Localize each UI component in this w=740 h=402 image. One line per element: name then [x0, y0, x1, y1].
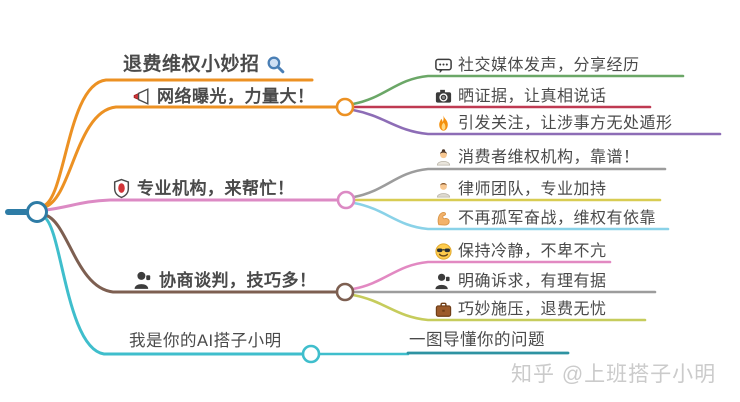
- branch-line-exposure: [43, 105, 338, 209]
- node-pressure-label: 巧妙施压，退费无忧: [458, 300, 607, 318]
- branch-line-agency: [44, 198, 339, 212]
- man-icon: [434, 180, 453, 199]
- camera-icon: [434, 87, 453, 106]
- briefcase-icon: [434, 300, 453, 319]
- node-clear-demands[interactable]: 明确诉求，有理有据: [434, 272, 607, 291]
- exposure-node-toggle[interactable]: [335, 97, 355, 117]
- node-exposure-label: 网络曝光，力量大！: [157, 87, 315, 106]
- node-evidence-label: 晒证据，让真相说话: [458, 87, 607, 105]
- branch-line-negotiate: [43, 213, 338, 294]
- watermark: 知乎 @上班搭子小明: [511, 363, 717, 386]
- node-social-media-label: 社交媒体发声，分享经历: [458, 56, 640, 74]
- node-one-picture-label: 一图导懂你的问题: [409, 331, 545, 349]
- node-attention-label: 引发关注，让涉事方无处遁形: [458, 114, 673, 132]
- flexed-biceps-icon: [434, 209, 453, 228]
- node-clear-demands-label: 明确诉求，有理有据: [458, 272, 607, 290]
- negotiate-node-toggle[interactable]: [335, 282, 355, 302]
- node-lawyer-label: 律师团队，专业加持: [458, 180, 607, 198]
- speaking-head-icon: [133, 270, 154, 291]
- node-agency-label: 专业机构，来帮忙！: [137, 179, 295, 198]
- speaking-head-icon: [434, 272, 453, 291]
- root-node-circle[interactable]: [26, 201, 48, 223]
- node-agency[interactable]: 专业机构，来帮忙！: [111, 178, 295, 199]
- node-consumer-org-label: 消费者维权机构，靠谱！: [458, 148, 640, 166]
- branch-line-social-media: [351, 74, 685, 106]
- branch-line-pressure: [351, 293, 647, 322]
- speech-bubble-icon: [434, 56, 453, 75]
- node-social-media[interactable]: 社交媒体发声，分享经历: [434, 56, 640, 75]
- branch-line-attention: [351, 108, 722, 136]
- agency-node-toggle[interactable]: [336, 190, 356, 210]
- node-stay-calm-label: 保持冷静，不卑不亢: [458, 242, 607, 260]
- node-consumer-org[interactable]: 消费者维权机构，靠谱！: [434, 148, 640, 167]
- sunglasses-smiley-icon: [434, 242, 453, 261]
- node-negotiate-label: 协商谈判，技巧多！: [159, 271, 317, 290]
- node-title[interactable]: 退费维权小妙招: [123, 54, 286, 75]
- node-title-label: 退费维权小妙招: [123, 54, 260, 75]
- node-pressure[interactable]: 巧妙施压，退费无忧: [434, 300, 607, 319]
- shield-icon: [111, 178, 132, 199]
- branch-line-stay-calm: [351, 260, 612, 291]
- node-negotiate[interactable]: 协商谈判，技巧多！: [133, 270, 317, 291]
- branch-line-consumer-org: [352, 167, 667, 199]
- megaphone-icon: [131, 86, 152, 107]
- fire-icon: [434, 114, 453, 133]
- node-lawyer[interactable]: 律师团队，专业加持: [434, 180, 607, 199]
- ai-node-toggle[interactable]: [301, 344, 321, 364]
- woman-icon: [434, 148, 453, 167]
- node-evidence[interactable]: 晒证据，让真相说话: [434, 87, 607, 106]
- branch-line-ai: [42, 215, 304, 356]
- node-one-picture[interactable]: 一图导懂你的问题: [409, 332, 545, 349]
- node-ai-buddy[interactable]: 我是你的AI搭子小明: [129, 333, 282, 350]
- node-ai-buddy-label: 我是你的AI搭子小明: [129, 332, 282, 350]
- node-not-alone-label: 不再孤军奋战，维权有依靠: [458, 209, 657, 227]
- branch-line-title: [43, 78, 314, 207]
- node-attention[interactable]: 引发关注，让涉事方无处遁形: [434, 114, 673, 133]
- branch-line-not-alone: [352, 201, 670, 231]
- node-not-alone[interactable]: 不再孤军奋战，维权有依靠: [434, 209, 656, 228]
- node-stay-calm[interactable]: 保持冷静，不卑不亢: [434, 242, 607, 261]
- magnifying-glass-icon: [265, 54, 286, 75]
- node-exposure[interactable]: 网络曝光，力量大！: [131, 86, 315, 107]
